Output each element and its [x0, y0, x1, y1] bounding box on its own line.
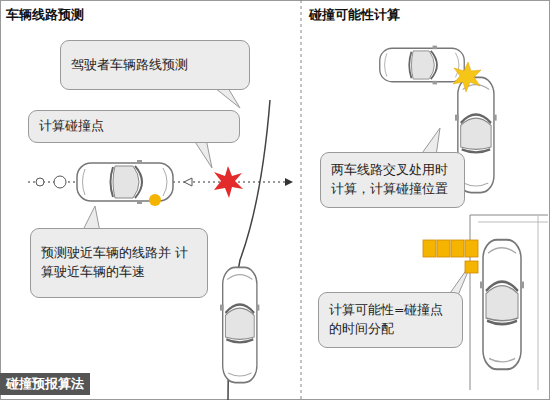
bubble-text: 计算可能性=碰撞点 的时间分配: [329, 301, 452, 339]
bubble-text: 计算碰撞点: [39, 117, 104, 136]
panel-heading: 车辆线路预测: [6, 6, 84, 24]
bubble-text: 预测驶近车辆的线路并 计算驶近车辆的车速: [41, 244, 197, 282]
panel: 车辆线路预测驾驶者车辆路线预测计算碰撞点预测驶近车辆的线路并 计算驶近车辆的车速: [0, 0, 300, 370]
speech-bubble: 计算可能性=碰撞点 的时间分配: [318, 292, 463, 348]
speech-bubble: 两车线路交叉处用时 计算，计算碰撞位置: [320, 152, 465, 208]
panel-heading: 碰撞可能性计算: [309, 6, 400, 24]
caption-band: 碰撞预报算法: [0, 373, 90, 395]
speech-bubble: 预测驶近车辆的线路并 计算驶近车辆的车速: [30, 228, 208, 298]
speech-bubble: 计算碰撞点: [28, 110, 240, 143]
speech-bubble: 驾驶者车辆路线预测: [60, 40, 250, 90]
bubble-text: 驾驶者车辆路线预测: [71, 56, 188, 75]
panel: 碰撞可能性计算两车线路交叉处用时 计算，计算碰撞位置计算可能性=碰撞点 的时间分…: [303, 0, 550, 400]
bubble-text: 两车线路交叉处用时 计算，计算碰撞位置: [331, 161, 454, 199]
